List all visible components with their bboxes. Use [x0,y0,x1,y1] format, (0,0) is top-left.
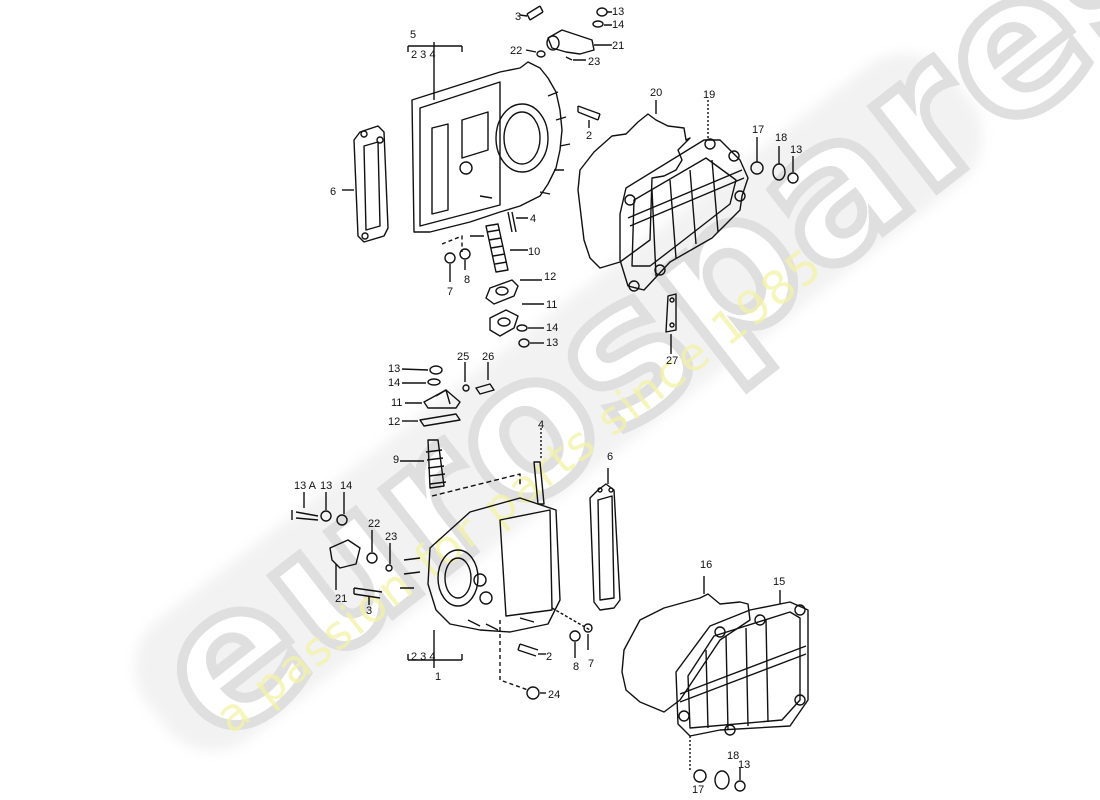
part-label-7: 7 [447,286,454,298]
part-label-15: 15 [773,576,786,588]
part-label-13: 13 [790,144,803,156]
part-label-12: 12 [544,271,557,283]
part-label-4: 4 [538,419,545,431]
part-label-21: 21 [612,40,625,52]
stud-2-top [577,105,601,128]
part-label-1: 1 [435,671,442,683]
part-label-10: 10 [528,246,541,258]
part-label-21: 21 [335,593,348,605]
part-label-17: 17 [752,124,765,136]
part-label-26: 26 [482,351,495,363]
tensioner-bracket-11 [401,362,495,427]
stud-3-top [519,5,544,21]
part-label-6: 6 [607,451,614,463]
part-label-24: 24 [548,689,561,701]
tensioner-9 [400,439,521,497]
part-label-2: 2 [546,651,553,663]
gasket-20 [577,100,691,269]
part-label-20: 20 [650,87,663,99]
part-label-22: 22 [368,518,381,530]
cover-15 [675,590,809,770]
part-label-23: 23 [588,56,601,68]
part-label-18: 18 [727,750,740,762]
part-label-4: 4 [530,213,537,225]
nut-17-washer-18-nut-13-lower [693,768,746,792]
part-label-13: 13 [320,480,333,492]
upper-chain-housing [411,61,571,237]
part-label-5: 5 [410,29,417,41]
part-label-13: 13 [612,6,625,18]
nuts-7-8-upper [441,235,471,282]
part-label-12: 12 [388,416,401,428]
part-label-11: 11 [391,397,403,409]
part-label-25: 25 [457,351,470,363]
part-label-6: 6 [330,186,337,198]
bracket-27 [665,293,677,354]
gasket-6-upper [342,125,389,243]
lower-small-parts [499,620,593,700]
part-label-17: 17 [692,784,705,796]
part-label-2-3-4-upper: 2 3 4 [411,49,436,61]
lower-chain-housing [400,497,591,633]
part-label-8: 8 [464,274,471,286]
part-label-3: 3 [366,605,373,617]
part-label-9: 9 [393,454,400,466]
part-label-13A: 13 A [294,480,317,492]
stud-4-lower [533,428,545,505]
part-label-13: 13 [546,337,559,349]
tensioner-10 [485,211,544,348]
part-label-2: 2 [586,130,593,142]
part-label-14: 14 [612,19,625,31]
part-label-11: 11 [546,299,558,311]
part-label-14: 14 [340,480,353,492]
gasket-6-lower [589,468,621,611]
part-label-8: 8 [573,661,580,673]
cover-19 [619,100,749,292]
part-label-7: 7 [588,658,595,670]
part-label-19: 19 [703,89,716,101]
part-label-13: 13 [738,759,751,771]
bracket-5 [407,42,463,100]
gasket-16 [621,576,751,713]
lower-left-fittings [291,492,393,605]
fitting-21-top [525,7,612,61]
part-label-14: 14 [388,377,401,389]
part-label-3: 3 [515,11,522,23]
part-label-14: 14 [546,322,559,334]
part-label-22: 22 [510,45,523,57]
part-label-23: 23 [385,531,398,543]
bracket-1 [407,630,463,668]
part-label-16: 16 [700,559,713,571]
part-label-27: 27 [666,355,679,367]
nut-17-washer-18-nut-13-upper [750,137,799,184]
part-label-13: 13 [388,363,401,375]
part-label-18: 18 [775,132,788,144]
part-label-2-3-4-lower: 2 3 4 [411,651,436,663]
